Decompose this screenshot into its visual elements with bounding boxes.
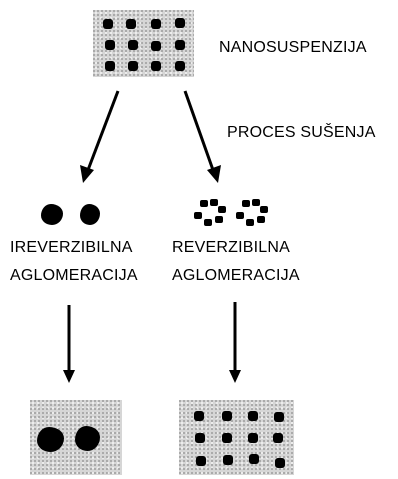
solid-agglomerate bbox=[41, 204, 63, 225]
loose-agglomerate bbox=[194, 199, 226, 226]
arrow-head-down-right bbox=[229, 370, 241, 383]
solid-agglomerate bbox=[80, 204, 100, 225]
arrow-to-irreversible bbox=[86, 90, 120, 171]
irreversible-label-line2: AGLOMERACIJA bbox=[10, 267, 138, 284]
nanoparticle bbox=[128, 61, 138, 71]
arrow-head-right bbox=[207, 165, 221, 183]
nanoparticle bbox=[151, 19, 161, 29]
nanoparticle bbox=[105, 61, 115, 71]
nanosuspension-tile bbox=[93, 10, 194, 77]
nanoparticle bbox=[126, 19, 136, 29]
nanoparticle bbox=[274, 412, 284, 422]
nanoparticle bbox=[249, 454, 259, 464]
irreversible-result-tile bbox=[30, 400, 122, 475]
nanoparticle bbox=[273, 433, 283, 443]
nanoparticle bbox=[175, 40, 185, 50]
nanoparticle bbox=[175, 18, 185, 28]
reversible-label-line1: REVERZIBILNA bbox=[172, 239, 290, 256]
reversible-result-tile bbox=[179, 400, 294, 475]
nanosuspension-label: NANOSUSPENZIJA bbox=[219, 39, 367, 56]
nanoparticle bbox=[196, 456, 206, 466]
nanoparticle bbox=[194, 411, 204, 421]
nanoparticle bbox=[222, 411, 232, 421]
drying-process-label: PROCES SUŠENJA bbox=[227, 124, 376, 141]
loose-agglomerate bbox=[236, 199, 268, 226]
nanoparticle bbox=[223, 455, 233, 465]
nanoparticle bbox=[175, 61, 185, 71]
solid-agglomerate bbox=[37, 427, 64, 452]
arrow-head-down-left bbox=[63, 370, 75, 383]
nanoparticle bbox=[248, 411, 258, 421]
nanoparticle bbox=[275, 458, 285, 468]
nanoparticle bbox=[105, 40, 115, 50]
nanoparticle bbox=[128, 40, 138, 50]
arrow-head-left bbox=[80, 165, 94, 183]
reversible-label-line2: AGLOMERACIJA bbox=[172, 267, 300, 284]
irreversible-label-line1: IREVERZIBILNA bbox=[10, 239, 133, 256]
nanoparticle bbox=[195, 433, 205, 443]
nanoparticle bbox=[103, 19, 113, 29]
nanoparticle bbox=[151, 41, 161, 51]
solid-agglomerate bbox=[75, 426, 100, 451]
arrow-to-reversible bbox=[183, 90, 215, 171]
nanoparticle bbox=[151, 61, 161, 71]
nanoparticle bbox=[248, 433, 258, 443]
nanoparticle bbox=[222, 433, 232, 443]
